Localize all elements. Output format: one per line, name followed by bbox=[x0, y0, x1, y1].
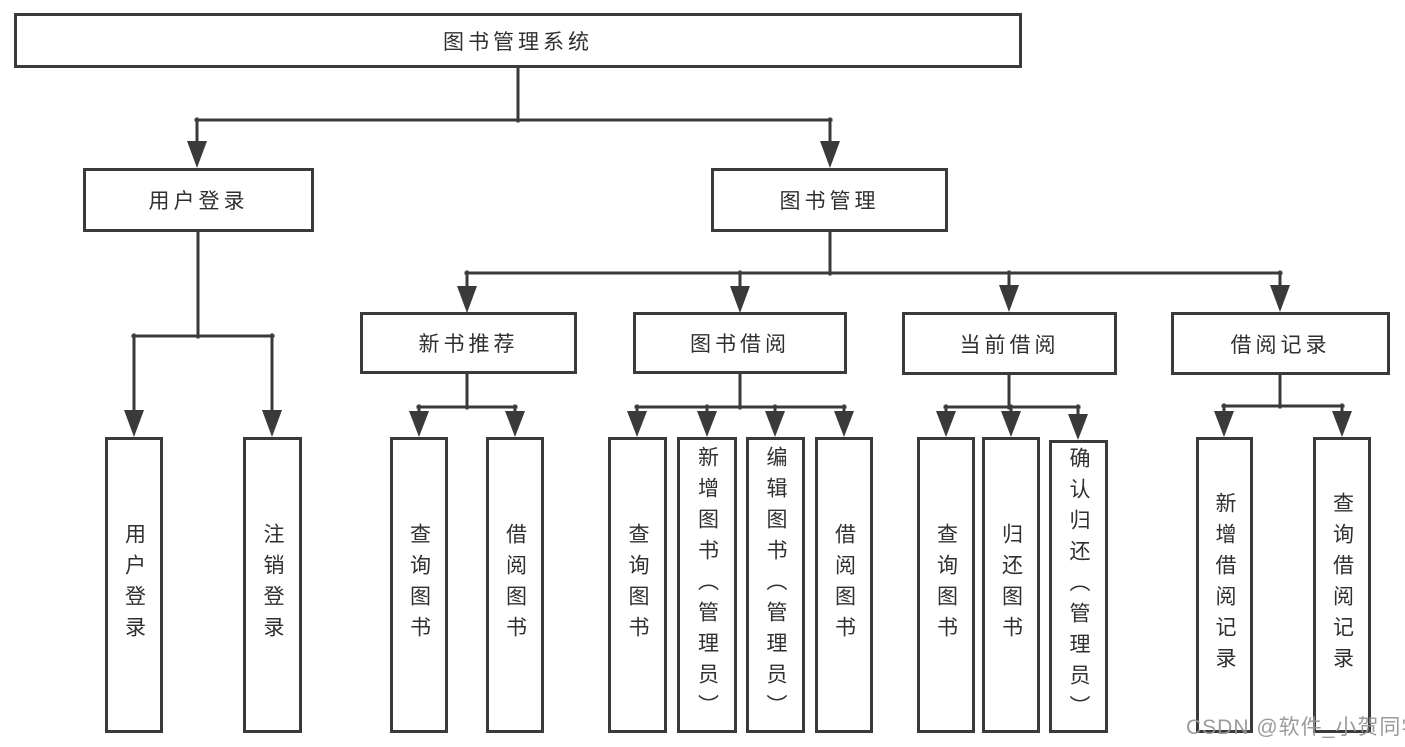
arrow-down-icon bbox=[1214, 411, 1234, 437]
node-book-borrowing: 图书借阅 bbox=[633, 312, 847, 374]
csdn-watermark: CSDN @软件_小贺同学 bbox=[1186, 716, 1405, 739]
arrow-down-icon bbox=[124, 410, 144, 437]
node-label: 借阅图书 bbox=[832, 523, 856, 647]
arrow-down-icon bbox=[1332, 411, 1352, 437]
leaf-nb-query-books: 查询图书 bbox=[390, 437, 448, 733]
node-label: 用户登录 bbox=[122, 523, 146, 647]
node-label: 图书管理系统 bbox=[443, 30, 593, 54]
leaf-bb-query-books: 查询图书 bbox=[608, 437, 667, 733]
leaf-br-add-record: 新增借阅记录 bbox=[1196, 437, 1253, 733]
arrow-down-icon bbox=[730, 286, 750, 313]
leaf-nb-borrow-books: 借阅图书 bbox=[486, 437, 544, 733]
leaf-cb-return-books: 归还图书 bbox=[982, 437, 1040, 733]
leaf-logout: 注销登录 bbox=[243, 437, 302, 733]
node-user-login: 用户登录 bbox=[83, 168, 314, 232]
arrow-down-icon bbox=[505, 411, 525, 437]
node-book-management: 图书管理 bbox=[711, 168, 948, 232]
node-label: 查询图书 bbox=[934, 523, 958, 647]
node-label: 图书管理 bbox=[779, 190, 880, 213]
arrow-down-icon bbox=[999, 285, 1019, 312]
arrow-down-icon bbox=[1270, 285, 1290, 312]
node-label: 新书推荐 bbox=[418, 333, 519, 356]
arrow-down-icon bbox=[409, 411, 429, 437]
node-label: 注销登录 bbox=[261, 523, 284, 647]
arrow-down-icon bbox=[1068, 414, 1088, 440]
node-label: 借阅图书 bbox=[503, 523, 527, 647]
node-label: 查询图书 bbox=[407, 523, 431, 647]
node-current-borrowing: 当前借阅 bbox=[902, 312, 1117, 375]
arrow-down-icon bbox=[1001, 411, 1021, 437]
leaf-bb-add-books-admin: 新增图书（管理员） bbox=[677, 437, 737, 733]
arrow-down-icon bbox=[627, 411, 647, 437]
node-new-book-recommend: 新书推荐 bbox=[360, 312, 577, 374]
node-label: 新增图书（管理员） bbox=[695, 445, 719, 725]
leaf-cb-confirm-return-admin: 确认归还（管理员） bbox=[1049, 440, 1108, 733]
node-label: 查询借阅记录 bbox=[1330, 492, 1354, 678]
leaf-bb-borrow-books: 借阅图书 bbox=[815, 437, 873, 733]
arrow-down-icon bbox=[820, 141, 840, 168]
leaf-user-login: 用户登录 bbox=[105, 437, 163, 733]
leaf-cb-query-books: 查询图书 bbox=[917, 437, 975, 733]
node-label: 借阅记录 bbox=[1230, 333, 1331, 357]
node-root-system: 图书管理系统 bbox=[14, 13, 1022, 68]
leaf-br-query-record: 查询借阅记录 bbox=[1313, 437, 1371, 733]
node-label: 图书借阅 bbox=[690, 333, 790, 356]
node-label: 编辑图书（管理员） bbox=[764, 445, 787, 725]
leaf-bb-edit-books-admin: 编辑图书（管理员） bbox=[746, 437, 805, 733]
arrow-down-icon bbox=[697, 411, 717, 437]
node-label: 新增借阅记录 bbox=[1213, 492, 1236, 678]
node-borrowing-records: 借阅记录 bbox=[1171, 312, 1390, 375]
arrow-down-icon bbox=[834, 411, 854, 437]
node-label: 归还图书 bbox=[999, 523, 1023, 647]
arrow-down-icon bbox=[765, 411, 785, 437]
node-label: 用户登录 bbox=[148, 190, 249, 213]
arrow-down-icon bbox=[457, 286, 477, 313]
arrow-down-icon bbox=[187, 141, 207, 168]
node-label: 确认归还（管理员） bbox=[1067, 447, 1090, 726]
node-label: 查询图书 bbox=[626, 523, 649, 647]
arrow-down-icon bbox=[262, 410, 282, 437]
node-label: 当前借阅 bbox=[959, 333, 1060, 357]
arrow-down-icon bbox=[936, 411, 956, 437]
